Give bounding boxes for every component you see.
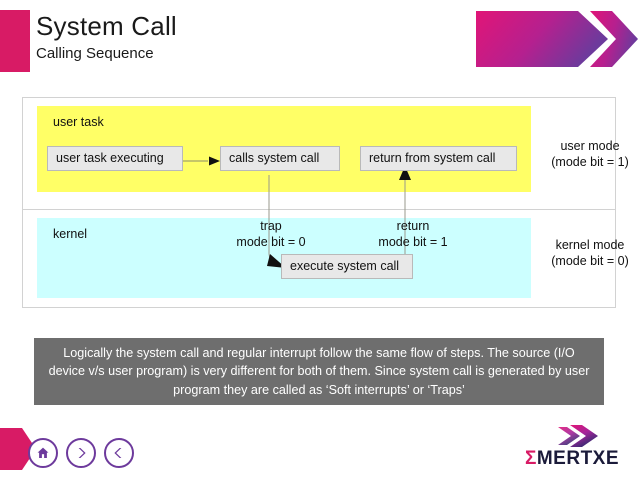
flow-label-return-line2: mode bit = 1 (378, 235, 448, 249)
side-label-user-mode: user mode (mode bit = 1) (535, 138, 638, 170)
band-divider (23, 209, 615, 210)
note-text: Logically the system call and regular in… (48, 345, 590, 397)
side-label-kernel-mode: kernel mode (mode bit = 0) (535, 237, 638, 269)
system-call-diagram: user task kernel user task executing cal… (22, 97, 629, 308)
node-calls-system-call[interactable]: calls system call (220, 146, 340, 171)
logo-double-chevron-right-icon (552, 424, 608, 448)
side-label-user-mode-line2: (mode bit = 1) (551, 155, 629, 169)
flow-label-trap: trap mode bit = 0 (201, 218, 341, 250)
page-title: System Call (36, 11, 177, 41)
footer-nav (28, 438, 134, 468)
flow-label-trap-line1: trap (260, 219, 282, 233)
title-accent-bar (0, 10, 30, 72)
home-icon[interactable] (28, 438, 58, 468)
brand-logo: ΣMERTXE (518, 424, 626, 470)
footer-accent-wedge (0, 426, 36, 472)
page-subtitle: Calling Sequence (36, 45, 154, 62)
logo-wordmark: ΣMERTXE (518, 448, 626, 470)
flow-label-return: return mode bit = 1 (343, 218, 483, 250)
flow-label-trap-line2: mode bit = 0 (236, 235, 306, 249)
chevron-right-icon[interactable] (66, 438, 96, 468)
note-box: Logically the system call and regular in… (34, 338, 604, 405)
header-double-chevron-right-icon (460, 8, 638, 70)
node-user-task-executing[interactable]: user task executing (47, 146, 183, 171)
side-label-kernel-mode-line2: (mode bit = 0) (551, 254, 629, 268)
user-band-label: user task (53, 115, 104, 129)
page-title-block: System Call Calling Sequence (36, 11, 177, 64)
chevron-left-icon[interactable] (104, 438, 134, 468)
side-label-user-mode-line1: user mode (560, 139, 620, 153)
node-execute-system-call[interactable]: execute system call (281, 254, 413, 279)
logo-name: MERTXE (536, 448, 620, 469)
side-label-kernel-mode-line1: kernel mode (555, 238, 625, 252)
node-return-from-system-call[interactable]: return from system call (360, 146, 517, 171)
kernel-band-label: kernel (53, 227, 88, 241)
logo-sigma: Σ (524, 448, 537, 469)
flow-label-return-line1: return (396, 219, 430, 233)
